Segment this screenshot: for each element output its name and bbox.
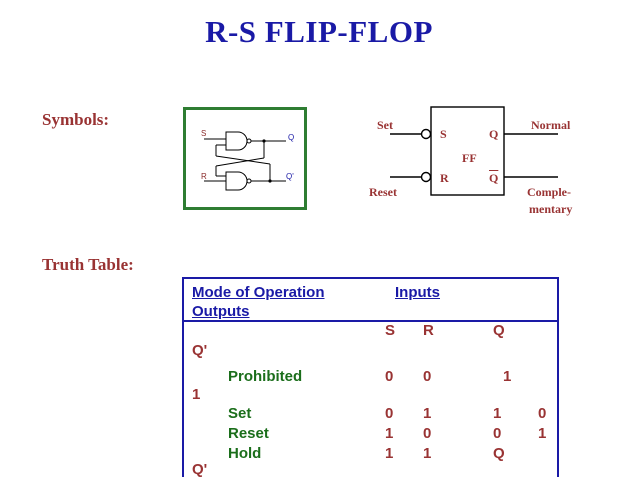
row-r-value: 1	[423, 405, 432, 422]
row-r-value: 1	[423, 445, 432, 462]
ff-s-pin: S	[440, 127, 447, 141]
ff-reset-label: Reset	[369, 185, 397, 199]
ff-mentary-label: mentary	[529, 202, 573, 216]
symbols-label: Symbols:	[42, 110, 110, 129]
row-s-value: 1	[385, 425, 394, 442]
row-mode: Hold	[228, 445, 262, 462]
header-outputs: Outputs	[192, 303, 250, 320]
ff-set-label: Set	[377, 118, 393, 132]
ff-comple-label: Comple-	[527, 185, 571, 199]
gate-qprime-label: Q'	[286, 172, 294, 181]
truth-table-label: Truth Table:	[42, 255, 134, 274]
col-qprime: Q'	[192, 342, 208, 359]
ff-r-pin: R	[440, 171, 449, 185]
truth-table-header-divider	[182, 320, 559, 322]
col-s: S	[385, 322, 396, 339]
row-mode: Set	[228, 405, 252, 422]
col-r: R	[423, 322, 434, 339]
gate-r-label: R	[201, 172, 207, 181]
header-mode-of-operation: Mode of Operation	[192, 284, 325, 301]
row-s-value: 0	[385, 405, 394, 422]
row-qprime-value: Q'	[192, 461, 208, 478]
row-s-value: 1	[385, 445, 394, 462]
ff-block-diagram	[390, 106, 558, 196]
gate-s-label: S	[201, 129, 207, 138]
row-q-value: Q	[493, 445, 505, 462]
ff-qbar-pin: Q	[489, 171, 499, 185]
row-q-value: 1	[503, 368, 512, 385]
row-q-value: 1	[493, 405, 502, 422]
row-mode: Prohibited	[228, 368, 303, 385]
row-q-value: 0	[493, 425, 502, 442]
row-s-value: 0	[385, 368, 394, 385]
ff-q-pin: Q	[489, 127, 499, 141]
ff-normal-label: Normal	[531, 118, 571, 132]
truth-table-frame	[182, 277, 559, 477]
header-inputs: Inputs	[395, 284, 440, 301]
row-qprime-value: 1	[538, 425, 547, 442]
row-mode: Reset	[228, 425, 269, 442]
row-r-value: 0	[423, 368, 432, 385]
page-title: R-S FLIP-FLOP	[205, 14, 433, 49]
row-r-value: 0	[423, 425, 432, 442]
gate-q-label: Q	[288, 133, 295, 142]
row-qprime-value: 1	[192, 386, 201, 403]
ff-block-label: FF	[462, 151, 477, 165]
col-q: Q	[493, 322, 505, 339]
row-qprime-value: 0	[538, 405, 547, 422]
nand-latch-diagram	[204, 131, 286, 191]
gate-symbol-frame	[183, 107, 307, 210]
